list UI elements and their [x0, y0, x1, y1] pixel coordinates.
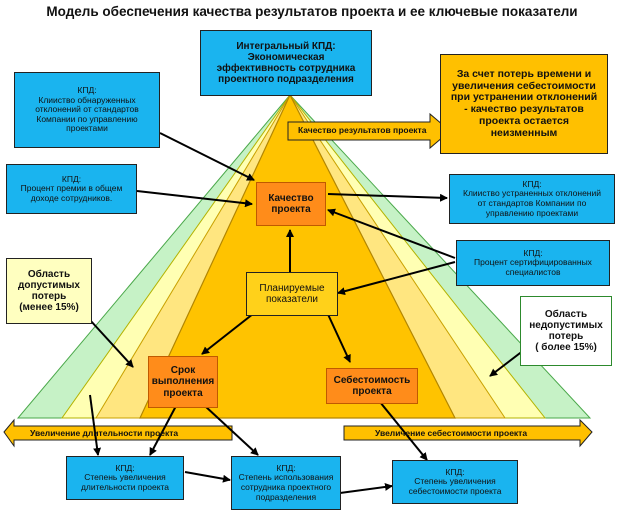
unacceptable-line3: потерь	[548, 331, 584, 342]
deadline-line3: проекта	[163, 387, 203, 399]
quality-unchanged-note: За счет потерь времени и увеличения себе…	[440, 54, 608, 154]
kpd-line: Степень увеличения	[414, 476, 496, 487]
integral-kpd-line4: проектного подразделения	[218, 74, 354, 86]
cost-arrow-label: Увеличение себестоимости проекта	[375, 428, 528, 438]
project-quality-node: Качество проекта	[256, 182, 326, 226]
link-certified-to-planned	[337, 261, 456, 296]
acceptable-loss-area: Область допустимых потерь (менее 15%)	[6, 258, 92, 324]
kpd-line: специалистов	[505, 266, 561, 277]
kpd-defects-detected: КПД: Клииство обнаруженных отклонений от…	[14, 72, 160, 148]
note-line4: - качество результатов	[464, 103, 584, 115]
unacceptable-line2: недопустимых	[529, 319, 603, 331]
cost-line2: проекта	[352, 386, 392, 397]
kpd-line: сотрудника проектного	[240, 482, 332, 492]
link-acceptable-to-zone	[89, 319, 134, 368]
note-line6: неизменным	[490, 126, 558, 139]
kpd-duration-increase: КПД: Степень увеличения длительности про…	[66, 456, 184, 500]
note-line3: при устранении отклонений	[450, 91, 598, 104]
kpd-line: управлению проектами	[485, 207, 579, 218]
kpd-line: проектами	[66, 123, 108, 134]
quality-line2: проекта	[271, 204, 311, 215]
kpd-line: Компании по управлению	[36, 113, 138, 124]
integral-kpd-line2: Экономическая	[247, 51, 325, 63]
integral-kpd-line1: Интегральный КПД:	[236, 40, 336, 52]
link-planned-to-cost	[325, 309, 351, 363]
quality-line1: Качество	[268, 192, 314, 204]
cost-increase-arrow	[343, 418, 593, 448]
kpd-line: длительности проекта	[80, 481, 170, 492]
kpd-line: себестоимости проекта	[408, 485, 502, 496]
unacceptable-line1: Область	[544, 308, 588, 320]
note-line2: увеличения себестоимости	[452, 79, 596, 92]
kpd-cost-increase: КПД: Степень увеличения себестоимости пр…	[392, 460, 518, 504]
integral-kpd-box: Интегральный КПД: Экономическая эффектив…	[200, 30, 372, 96]
kpd-line: Процент сертифицированных	[474, 257, 592, 268]
kpd-line: Клииство обнаруженных	[38, 94, 136, 105]
planned-line1: Планируемые	[259, 282, 325, 294]
kpd-bonus-percent: КПД: Процент премии в общем доходе сотру…	[6, 164, 137, 214]
link-defects-to-quality	[159, 132, 255, 181]
kpd-line: Степень увеличения	[84, 472, 166, 483]
unacceptable-loss-area: Область недопустимых потерь ( более 15%)	[520, 296, 612, 366]
kpd-title: КПД:	[523, 247, 543, 258]
project-cost-node: Себестоимость проекта	[326, 368, 418, 404]
core-pyramid	[139, 93, 456, 419]
link-deadline-to-duration-kpd	[149, 405, 177, 456]
link-kpd-left-to-duration	[89, 394, 102, 456]
cost-line1: Себестоимость	[333, 374, 411, 386]
kpd-title: КПД:	[445, 466, 465, 477]
deadline-line2: выполнения	[151, 376, 215, 388]
kpd-line: подразделения	[255, 491, 317, 502]
unacceptable-line4: ( более 15%)	[535, 342, 597, 354]
link-usage-to-cost-kpd	[339, 482, 393, 494]
link-bonus-to-quality	[136, 190, 253, 208]
kpd-defects-fixed: КПД: Клииство устраненных отклонений от …	[449, 174, 615, 224]
kpd-certified-specialists: КПД: Процент сертифицированных специалис…	[456, 240, 610, 286]
acceptable-line2: допустимых	[18, 279, 80, 291]
planned-indicators-node: Планируемые показатели	[246, 272, 338, 316]
link-deadline-to-usage-kpd	[204, 405, 259, 456]
kpd-line: Степень использования	[238, 472, 334, 483]
link-duration-kpd-to-usage	[184, 471, 231, 483]
kpd-line: доходе сотрудников.	[30, 192, 113, 203]
link-certified-to-quality	[327, 208, 456, 259]
kpd-title: КПД:	[115, 462, 135, 473]
kpd-line: Клииство устраненных отклонений	[463, 188, 601, 199]
kpd-title: КПД:	[522, 178, 542, 189]
acceptable-line1: Область	[27, 268, 71, 280]
deadline-line1: Срок	[170, 365, 196, 377]
acceptable-line4: (менее 15%)	[19, 302, 79, 314]
acceptable-line3: потерь	[31, 291, 67, 302]
link-planned-to-deadline	[201, 309, 259, 355]
kpd-title: КПД:	[77, 85, 97, 96]
kpd-line: Процент премии в общем	[20, 183, 123, 194]
integral-kpd-line3: эффективность сотрудника	[216, 63, 356, 74]
planned-line2: показатели	[265, 294, 319, 305]
kpd-line: отклонений от стандартов	[35, 104, 139, 115]
duration-increase-arrow	[3, 418, 233, 448]
note-line5: проекта остается	[479, 114, 569, 127]
kpd-line: от стандартов Компании по	[477, 198, 587, 208]
project-deadline-node: Срок выполнения проекта	[148, 356, 218, 408]
note-line1: За счет потерь времени и	[456, 67, 592, 80]
link-quality-to-fixed	[327, 193, 448, 202]
kpd-employee-usage: КПД: Степень использования сотрудника пр…	[231, 456, 341, 510]
kpd-title: КПД:	[276, 462, 296, 473]
diagram-title: Модель обеспечения качества результатов …	[46, 4, 578, 19]
link-cost-to-cost-kpd	[379, 401, 428, 461]
quality-results-arrow-label: Качество результатов проекта	[298, 125, 427, 135]
kpd-title: КПД:	[61, 173, 82, 184]
duration-arrow-label: Увеличение длительности проекта	[30, 428, 179, 438]
